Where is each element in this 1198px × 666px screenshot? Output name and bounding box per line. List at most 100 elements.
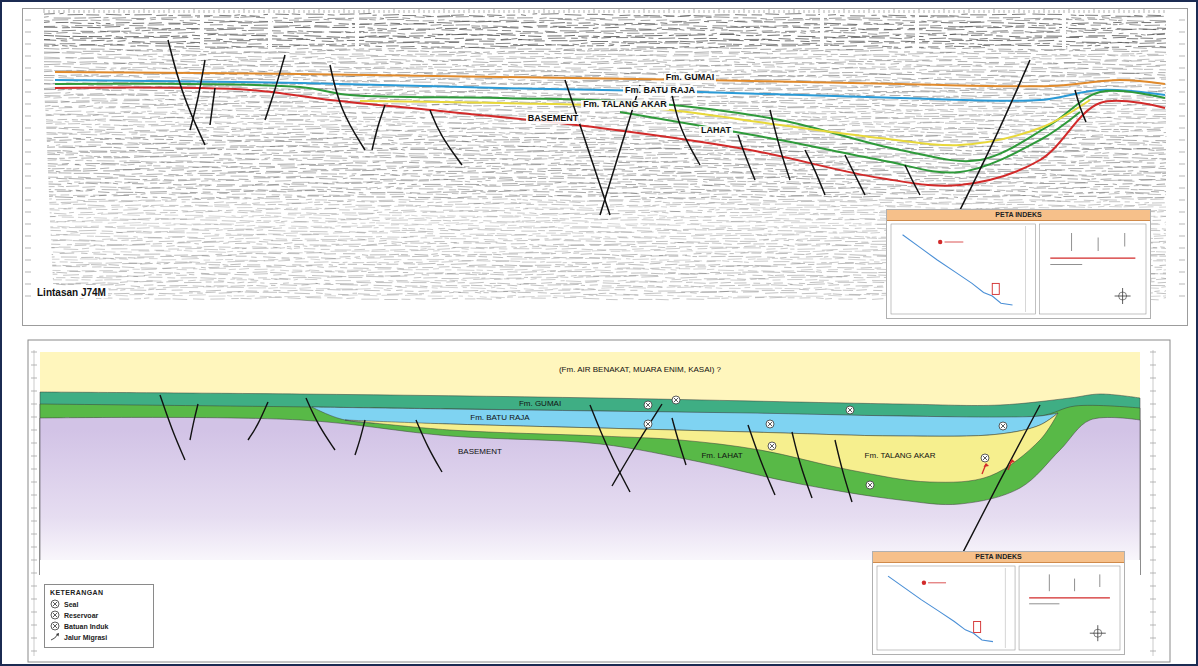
fault-lines [306,398,335,450]
scale-ticks [234,10,235,13]
legend-symbol [53,613,57,617]
formation-label-holder: Fm. BATU RAJA [623,86,697,96]
fault-lines [672,95,700,165]
migration-arrows [982,459,1015,474]
index-map [1090,625,1106,641]
index-map [873,552,1124,654]
index-map [1071,233,1072,251]
horizon-lines [55,88,1165,186]
seismic-texture [44,13,1161,16]
index-map [1099,574,1100,587]
scale-ticks [1049,10,1050,13]
scale-ticks [1084,10,1085,13]
fault-lines [590,405,630,492]
scale-ticks [979,10,980,13]
scale-ticks [649,10,650,13]
formation-label: Fm. BATU RAJA [623,86,697,96]
scale-ticks [359,10,360,13]
scale-ticks [349,10,350,13]
scale-ticks [679,10,680,13]
scale-ticks [25,104,31,105]
scale-ticks [834,10,835,13]
scale-ticks [699,10,700,13]
scale-ticks [804,10,805,13]
scale-ticks [1179,104,1185,105]
scale-ticks [634,10,635,13]
scale-ticks [484,10,485,13]
index-map [1115,288,1131,304]
scale-ticks [184,10,185,13]
seismic-texture [44,66,1160,69]
legend-row: Jalur Migrasi [50,632,143,642]
horizon-lines [55,84,1165,161]
scale-ticks [124,10,125,13]
scale-ticks [1164,10,1165,13]
scale-ticks [449,10,450,13]
scale-ticks [674,10,675,13]
formation-label-holder: Fm. LAHAT [699,452,744,461]
migration-arrows [1010,459,1016,463]
legend-symbol [51,600,59,608]
scale-ticks [149,10,150,13]
scale-ticks [384,10,385,13]
fault-lines [430,110,462,165]
legend-symbol [51,634,58,640]
inset-heading: PETA INDEKS [873,552,1124,563]
legend-symbol [50,621,60,631]
scale-ticks [814,10,815,13]
scale-ticks [25,68,31,69]
play-element-symbols [644,420,652,428]
scale-ticks [829,10,830,13]
scale-ticks [479,10,480,13]
scale-ticks [549,10,550,13]
scale-ticks [25,116,31,117]
fault-lines [958,405,1040,562]
scale-ticks [264,10,265,13]
play-element-symbols [868,483,872,487]
scale-ticks [374,10,375,13]
scale-ticks [414,10,415,13]
scale-ticks [579,10,580,13]
scale-ticks [299,10,300,13]
scale-ticks [914,10,915,13]
scale-ticks [1104,10,1105,13]
scale-ticks [25,260,31,261]
play-element-symbols [1001,424,1005,428]
scale-ticks [1009,10,1010,13]
scale-ticks [25,212,31,213]
scale-ticks [25,200,31,201]
cross-section-frame [28,340,1170,662]
play-element-symbols [999,422,1007,430]
seismic-texture [44,141,1166,144]
scale-ticks [49,10,50,13]
index-map [1040,224,1146,314]
scale-ticks [799,10,800,13]
legend-symbol [50,632,60,642]
scale-ticks [1179,164,1185,165]
scale-ticks [25,236,31,237]
fault-lines [168,40,205,145]
seismic-texture [44,117,1166,121]
scale-ticks [389,10,390,13]
scale-ticks [1179,236,1185,237]
scale-ticks [1179,140,1185,141]
seismic-texture [44,120,1166,124]
scale-ticks [584,10,585,13]
scale-ticks [109,10,110,13]
scale-ticks [1179,92,1185,93]
fault-lines [792,432,812,498]
scale-ticks [564,10,565,13]
scale-ticks [25,224,31,225]
legend-text: Seal [64,601,78,608]
scale-ticks [554,10,555,13]
seismic-texture [44,58,1164,62]
scale-ticks [589,10,590,13]
scale-ticks [289,10,290,13]
formation-label: Fm. GUMAI [664,73,717,83]
index-map [974,621,981,632]
cross-section-frame [34,350,35,656]
scale-ticks [614,10,615,13]
formation-label-holder: Fm. GUMAI [664,73,717,83]
scale-ticks [889,10,890,13]
